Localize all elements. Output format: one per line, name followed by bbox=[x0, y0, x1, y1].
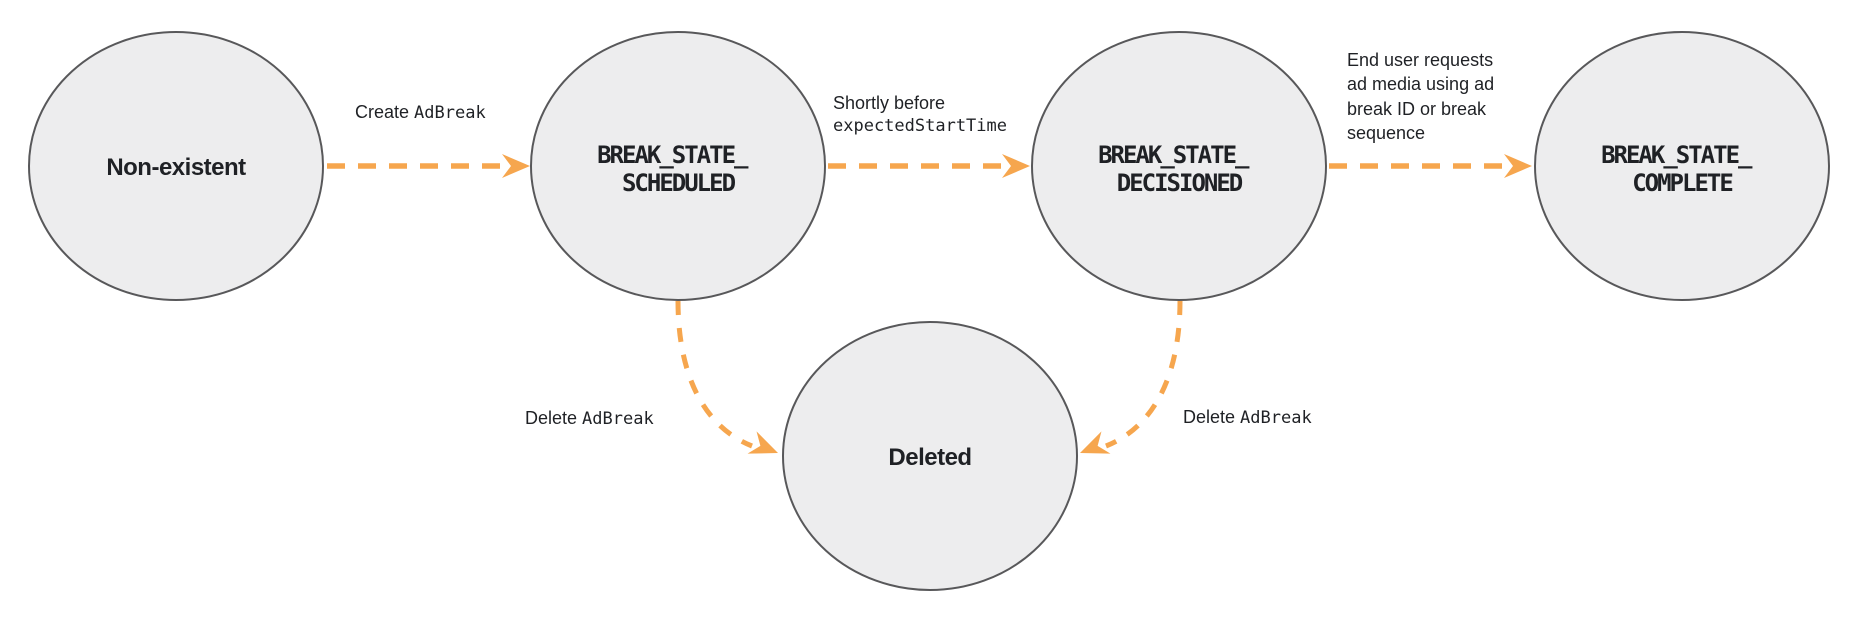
edge-create-adbreak: Create AdBreak bbox=[327, 102, 530, 178]
edge-create-label: Create AdBreak bbox=[355, 102, 486, 123]
state-node-nonexistent: Non-existent bbox=[28, 31, 324, 301]
state-label-deleted: Deleted bbox=[888, 444, 971, 471]
state-node-decisioned: BREAK_STATE_ DECISIONED bbox=[1031, 31, 1327, 301]
edge-complete-label-line3: break ID or break bbox=[1347, 99, 1487, 119]
edge-decision: Shortly before expectedStartTime bbox=[828, 93, 1030, 178]
edge-decision-label-line1: Shortly before bbox=[833, 93, 945, 113]
state-node-complete: BREAK_STATE_ COMPLETE bbox=[1534, 31, 1830, 301]
state-label-complete: BREAK_STATE_ COMPLETE bbox=[1601, 141, 1763, 197]
edge-complete: End user requests ad media using ad brea… bbox=[1329, 50, 1532, 178]
state-circle-scheduled bbox=[530, 31, 826, 301]
state-circle-decisioned bbox=[1031, 31, 1327, 301]
arrow-right-icon bbox=[1002, 154, 1030, 178]
state-label-decisioned: BREAK_STATE_ DECISIONED bbox=[1098, 141, 1260, 197]
edge-complete-label-line4: sequence bbox=[1347, 123, 1425, 143]
edge-delete-scheduled-path bbox=[675, 300, 753, 449]
arrow-down-left-icon bbox=[1080, 431, 1111, 454]
edge-delete-decisioned-label: Delete AdBreak bbox=[1183, 407, 1312, 428]
edge-delete-decisioned-path bbox=[1105, 300, 1183, 449]
edge-complete-label-line2: ad media using ad bbox=[1347, 74, 1494, 94]
edge-delete-from-scheduled: Delete AdBreak bbox=[525, 300, 778, 454]
state-circle-nonexistent bbox=[28, 31, 324, 301]
state-label-scheduled: BREAK_STATE_ SCHEDULED bbox=[597, 141, 759, 197]
edge-delete-scheduled-label: Delete AdBreak bbox=[525, 408, 654, 429]
state-label-nonexistent: Non-existent bbox=[106, 154, 246, 181]
arrow-right-icon bbox=[502, 154, 530, 178]
edge-complete-label-line1: End user requests bbox=[1347, 50, 1493, 70]
state-node-scheduled: BREAK_STATE_ SCHEDULED bbox=[530, 31, 826, 301]
state-circle-complete bbox=[1534, 31, 1830, 301]
state-circle-deleted bbox=[782, 321, 1078, 591]
arrow-right-icon bbox=[1504, 154, 1532, 178]
edge-delete-from-decisioned: Delete AdBreak bbox=[1080, 300, 1312, 454]
state-node-deleted: Deleted bbox=[782, 321, 1078, 591]
arrow-down-right-icon bbox=[747, 431, 778, 454]
edge-decision-label-line2: expectedStartTime bbox=[833, 116, 1007, 136]
